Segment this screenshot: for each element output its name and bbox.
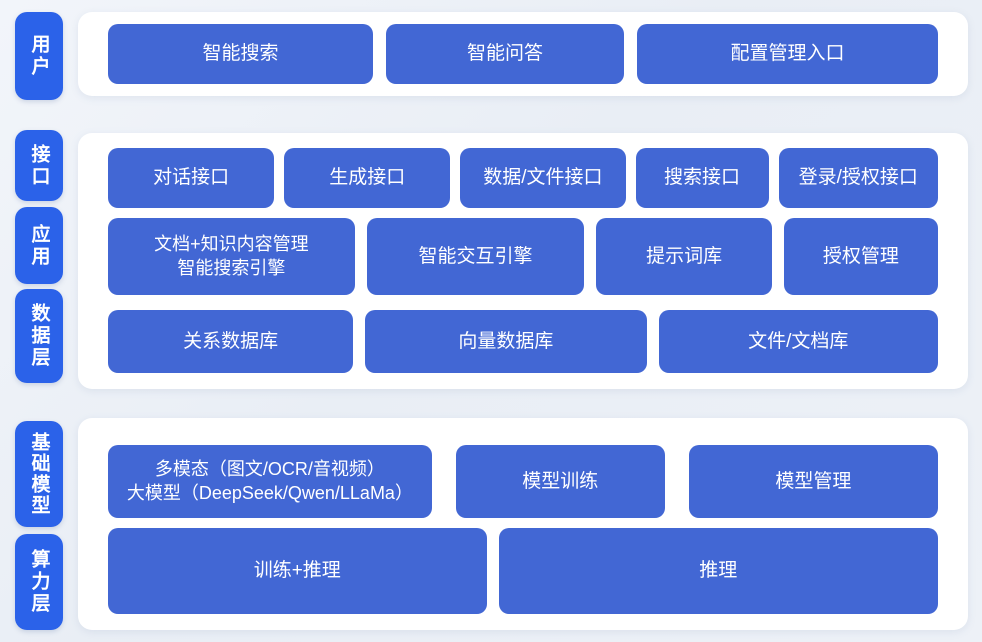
node-doc-knowledge-search-engine: 文档+知识内容管理 智能搜索引擎 xyxy=(108,218,355,295)
layer-tab-compute-layer: 算力层 xyxy=(15,534,63,630)
node-doc-knowledge-line2: 智能搜索引擎 xyxy=(177,257,286,278)
application-row: 文档+知识内容管理 智能搜索引擎 智能交互引擎 提示词库 授权管理 xyxy=(78,218,968,295)
node-multimodal-line1: 多模态（图文/OCR/音视频） xyxy=(154,458,385,479)
bottom-layer-panel: 多模态（图文/OCR/音视频） 大模型（DeepSeek/Qwen/LLaMa）… xyxy=(78,418,968,630)
compute-row: 训练+推理 推理 xyxy=(78,528,968,614)
node-model-management: 模型管理 xyxy=(688,445,938,518)
node-multimodal-line2: 大模型（DeepSeek/Qwen/LLaMa） xyxy=(126,482,413,503)
node-config-entry: 配置管理入口 xyxy=(637,24,939,84)
user-layer-row: 智能搜索 智能问答 配置管理入口 xyxy=(78,24,968,84)
node-data-file-api: 数据/文件接口 xyxy=(460,148,626,208)
layer-tab-data-layer: 数据层 xyxy=(15,289,63,383)
node-model-training: 模型训练 xyxy=(455,445,665,518)
node-dialog-api: 对话接口 xyxy=(108,148,275,208)
layer-tab-user: 用户 xyxy=(15,12,63,100)
node-login-auth-api: 登录/授权接口 xyxy=(778,148,938,208)
node-prompt-library: 提示词库 xyxy=(596,218,772,295)
model-row: 多模态（图文/OCR/音视频） 大模型（DeepSeek/Qwen/LLaMa）… xyxy=(78,445,968,518)
node-multimodal-llm: 多模态（图文/OCR/音视频） 大模型（DeepSeek/Qwen/LLaMa） xyxy=(108,445,432,518)
node-generation-api: 生成接口 xyxy=(284,148,451,208)
node-smart-search: 智能搜索 xyxy=(108,24,374,84)
node-inference: 推理 xyxy=(498,528,938,614)
middle-layer-panel: 对话接口 生成接口 数据/文件接口 搜索接口 登录/授权接口 文档+知识内容管理… xyxy=(78,133,968,389)
node-interaction-engine: 智能交互引擎 xyxy=(366,218,585,295)
node-auth-management: 授权管理 xyxy=(783,218,938,295)
node-file-doc-db: 文件/文档库 xyxy=(658,310,938,373)
node-doc-knowledge-line1: 文档+知识内容管理 xyxy=(154,233,309,254)
node-vector-db: 向量数据库 xyxy=(365,310,647,373)
node-search-api: 搜索接口 xyxy=(635,148,769,208)
layer-tab-foundation-model: 基础模型 xyxy=(15,421,63,527)
data-row: 关系数据库 向量数据库 文件/文档库 xyxy=(78,310,968,373)
node-training-inference: 训练+推理 xyxy=(108,528,487,614)
layer-tab-application: 应用 xyxy=(15,207,63,284)
user-layer-panel: 智能搜索 智能问答 配置管理入口 xyxy=(78,12,968,96)
node-smart-qa: 智能问答 xyxy=(386,24,624,84)
layer-tab-interface: 接口 xyxy=(15,130,63,201)
api-row: 对话接口 生成接口 数据/文件接口 搜索接口 登录/授权接口 xyxy=(78,148,968,208)
node-relational-db: 关系数据库 xyxy=(108,310,354,373)
